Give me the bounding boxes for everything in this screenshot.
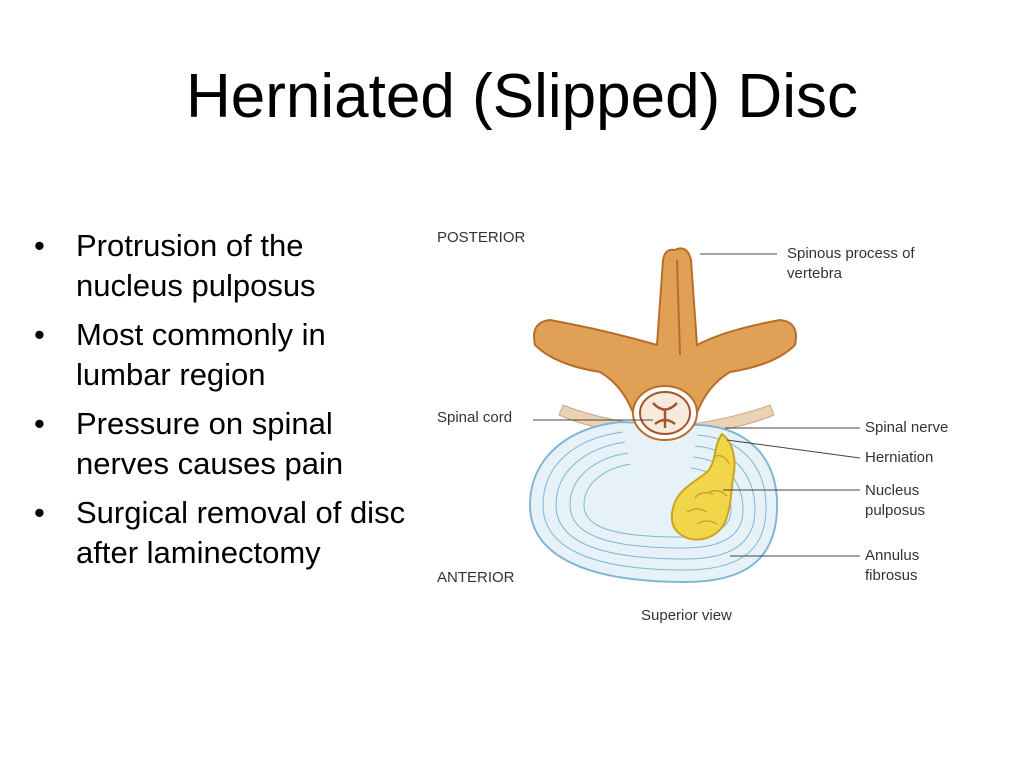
nucleus-lobes (686, 454, 730, 525)
bullet-item: • Protrusion of the nucleus pulposus (30, 226, 410, 306)
bullet-item: • Pressure on spinal nerves causes pain (30, 404, 410, 484)
annulus-fibrosus-label: Annulus fibrosus (865, 547, 920, 584)
annulus-fibrosus (528, 420, 779, 584)
vertebra-diagram: POSTERIOR ANTERIOR Spinous process of ve… (425, 220, 985, 640)
herniation-label: Herniation (865, 449, 934, 466)
diagram-caption: Superior view (641, 607, 732, 624)
spinal-cord-label: Spinal cord (437, 409, 513, 426)
nucleus-pulposus (670, 432, 736, 541)
spinous-process-label: Spinous process of vertebra (787, 245, 915, 282)
bullet-item: • Surgical removal of disc after laminect… (30, 493, 410, 573)
spinal-cord-grey-matter (652, 402, 678, 428)
anterior-label: ANTERIOR (437, 569, 515, 586)
bullet-text: Protrusion of the nucleus pulposus (76, 228, 316, 303)
bullet-dot: • (34, 317, 45, 352)
bullet-list: • Protrusion of the nucleus pulposus • Mos… (30, 226, 410, 582)
spinous-process-shade (676, 259, 681, 356)
slide-title: Herniated (Slipped) Disc (186, 62, 858, 131)
bullet-text: Pressure on spinal nerves causes pain (76, 406, 344, 481)
bullet-dot: • (34, 406, 45, 441)
leader-line-herniation (726, 439, 861, 459)
vertebra-illustration (528, 247, 861, 584)
bullet-dot: • (34, 228, 45, 263)
spinal-nerve-label: Spinal nerve (865, 419, 949, 436)
nucleus-pulposus-label: Nucleus pulposus (865, 482, 926, 519)
bullet-item: • Most commonly in lumbar region (30, 315, 410, 395)
bullet-dot: • (34, 495, 45, 530)
bullet-text: Surgical removal of disc after laminecto… (76, 495, 406, 570)
bullet-text: Most commonly in lumbar region (76, 317, 326, 392)
posterior-label: POSTERIOR (437, 229, 526, 246)
